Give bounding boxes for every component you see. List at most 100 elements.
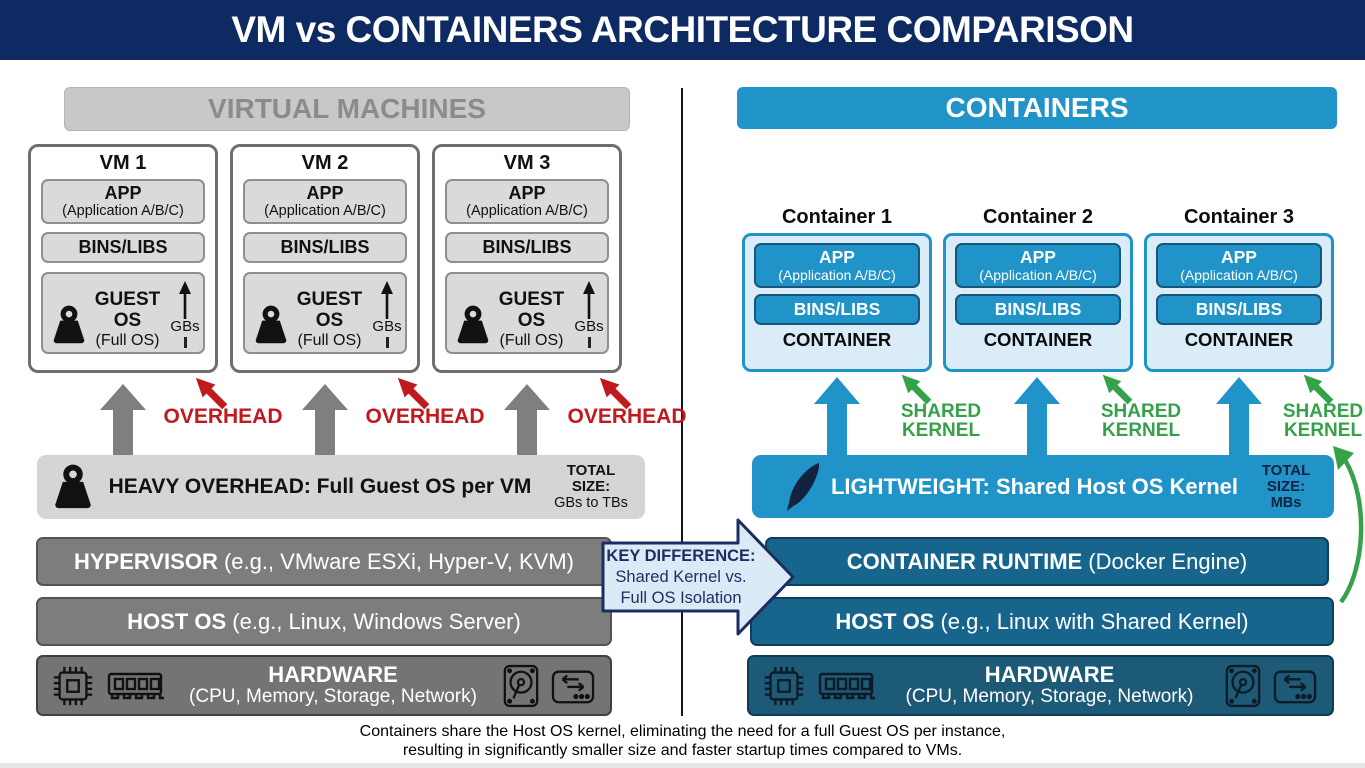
container1-app-box: APP (Application A/B/C) xyxy=(754,243,920,288)
vm2-title: VM 2 xyxy=(301,152,349,174)
key-difference-arrow xyxy=(601,518,795,636)
weight-icon xyxy=(55,464,91,509)
dashed-line xyxy=(183,337,187,348)
vm3-guest-sub: (Full OS) xyxy=(499,332,564,349)
container1-app-sub: (Application A/B/C) xyxy=(778,267,896,283)
shared-kernel-label: SHARED KERNEL xyxy=(1086,402,1196,440)
gray-up-arrow-icon xyxy=(302,384,348,455)
lightweight-text: LIGHTWEIGHT: Shared Host OS Kernel xyxy=(830,473,1239,499)
vm1-app-sub: (Application A/B/C) xyxy=(62,203,184,219)
key-difference-title: KEY DIFFERENCE: xyxy=(606,546,756,565)
cpu-icon xyxy=(764,666,804,705)
weight-icon xyxy=(255,305,287,344)
size-up-arrow-icon xyxy=(583,281,595,319)
shared-kernel-label: SHARED KERNEL xyxy=(1268,402,1365,440)
vm2-size-label: GBs xyxy=(372,318,402,335)
container2-label: CONTAINER xyxy=(983,329,1093,350)
hypervisor-detail: (e.g., VMware ESXi, Hyper-V, KVM) xyxy=(217,548,575,574)
hardware-label: HARDWARE xyxy=(268,661,398,687)
hardware-bar-right: HARDWARE (CPU, Memory, Storage, Network) xyxy=(747,655,1334,716)
key-difference-text: KEY DIFFERENCE: Shared Kernel vs. Full O… xyxy=(601,518,761,636)
containers-header-label: CONTAINERS xyxy=(945,92,1129,123)
vm3-box: VM 3 APP (Application A/B/C) BINS/LIBS G… xyxy=(432,144,622,373)
hardware-detail: (CPU, Memory, Storage, Network) xyxy=(905,685,1194,707)
vm2-box: VM 2 APP (Application A/B/C) BINS/LIBS G… xyxy=(230,144,420,373)
gray-up-arrow-icon xyxy=(504,384,550,455)
vm1-size-label: GBs xyxy=(170,318,200,335)
title-banner: VM vs CONTAINERS ARCHITECTURE COMPARISON xyxy=(0,0,1365,60)
vm3-app-box: APP (Application A/B/C) xyxy=(445,179,609,224)
vm1-bins-box: BINS/LIBS xyxy=(41,232,205,263)
container3-app-label: APP xyxy=(1221,247,1257,267)
shared-kernel-arrow-icon xyxy=(901,374,932,405)
shared-word: SHARED xyxy=(900,401,982,422)
center-divider-line xyxy=(681,88,683,716)
size-label: SIZE: xyxy=(1266,477,1306,495)
container-runtime-bar: CONTAINER RUNTIME (Docker Engine) xyxy=(765,537,1329,586)
host-os-label: HOST OS xyxy=(127,608,227,634)
host-os-bar-left: HOST OS (e.g., Linux, Windows Server) xyxy=(36,597,612,646)
footer-caption: Containers share the Host OS kernel, eli… xyxy=(0,722,1365,760)
host-os-label: HOST OS xyxy=(835,608,935,634)
hypervisor-bar: HYPERVISOR (e.g., VMware ESXi, Hyper-V, … xyxy=(36,537,612,586)
network-drive-icon xyxy=(551,670,595,703)
container3-bins-box: BINS/LIBS xyxy=(1156,294,1322,325)
vm2-guestos-box: GUEST OS (Full OS) GBs xyxy=(243,272,407,354)
container3-box: APP (Application A/B/C) BINS/LIBS CONTAI… xyxy=(1144,233,1334,372)
vm2-guest-sub: (Full OS) xyxy=(297,332,362,349)
hardware-bar-left: HARDWARE (CPU, Memory, Storage, Network) xyxy=(36,655,612,716)
hard-disk-icon xyxy=(1225,664,1261,707)
shared-kernel-arrow-icon xyxy=(1303,374,1334,405)
shared-word: SHARED xyxy=(1100,401,1182,422)
containers-header: CONTAINERS xyxy=(737,87,1337,129)
container3-title: Container 3 xyxy=(1183,206,1295,228)
overhead-label: OVERHEAD xyxy=(163,405,283,428)
hard-disk-icon xyxy=(503,664,539,707)
vm3-title: VM 3 xyxy=(503,152,551,174)
shared-kernel-label: SHARED KERNEL xyxy=(886,402,996,440)
cpu-icon xyxy=(53,666,93,705)
vm2-bins-box: BINS/LIBS xyxy=(243,232,407,263)
vm2-app-box: APP (Application A/B/C) xyxy=(243,179,407,224)
hardware-label: HARDWARE xyxy=(984,661,1115,687)
caption-line2: resulting in significantly smaller size … xyxy=(402,742,963,759)
size-up-arrow-icon xyxy=(179,281,191,319)
vm2-app-label: APP xyxy=(306,183,344,203)
vm3-app-sub: (Application A/B/C) xyxy=(466,203,588,219)
hypervisor-label: HYPERVISOR xyxy=(73,548,218,574)
container-runtime-detail: (Docker Engine) xyxy=(1082,548,1248,574)
vm1-title: VM 1 xyxy=(99,152,147,174)
kernel-word: KERNEL xyxy=(1101,420,1181,441)
dashed-line xyxy=(385,337,389,348)
container2-app-label: APP xyxy=(1020,247,1056,267)
size-value: GBs to TBs xyxy=(554,495,628,511)
ram-icon xyxy=(818,672,875,699)
vm3-app-label: APP xyxy=(508,183,546,203)
vm2-app-sub: (Application A/B/C) xyxy=(264,203,386,219)
kernel-word: KERNEL xyxy=(901,420,981,441)
container1-bins-box: BINS/LIBS xyxy=(754,294,920,325)
container2-box: APP (Application A/B/C) BINS/LIBS CONTAI… xyxy=(943,233,1133,372)
blue-up-arrow-icon xyxy=(1216,377,1262,455)
kernel-word: KERNEL xyxy=(1283,420,1363,441)
container-total-size: TOTAL SIZE: MBs xyxy=(1246,462,1326,511)
size-label: SIZE: xyxy=(571,478,611,495)
vm1-app-box: APP (Application A/B/C) xyxy=(41,179,205,224)
virtual-machines-header-label: VIRTUAL MACHINES xyxy=(208,93,486,124)
container2-title: Container 2 xyxy=(982,206,1094,228)
vm3-bins-box: BINS/LIBS xyxy=(445,232,609,263)
vm1-app-label: APP xyxy=(104,183,142,203)
overhead-label: OVERHEAD xyxy=(567,405,687,428)
vm1-guest-sub: (Full OS) xyxy=(95,332,160,349)
blue-up-arrow-icon xyxy=(814,377,860,455)
network-drive-icon xyxy=(1273,670,1317,703)
container1-title: Container 1 xyxy=(781,206,893,228)
overhead-arrow-icon xyxy=(397,377,430,410)
heavy-overhead-bar: HEAVY OVERHEAD: Full Guest OS per VM TOT… xyxy=(37,455,645,519)
vm-total-size: TOTAL SIZE: GBs to TBs xyxy=(545,463,637,512)
vm1-guestos-box: GUEST OS (Full OS) GBs xyxy=(41,272,205,354)
vm3-guestos-box: GUEST OS (Full OS) GBs xyxy=(445,272,609,354)
lightweight-bar: LIGHTWEIGHT: Shared Host OS Kernel TOTAL… xyxy=(752,455,1334,518)
container3-app-sub: (Application A/B/C) xyxy=(1180,267,1298,283)
